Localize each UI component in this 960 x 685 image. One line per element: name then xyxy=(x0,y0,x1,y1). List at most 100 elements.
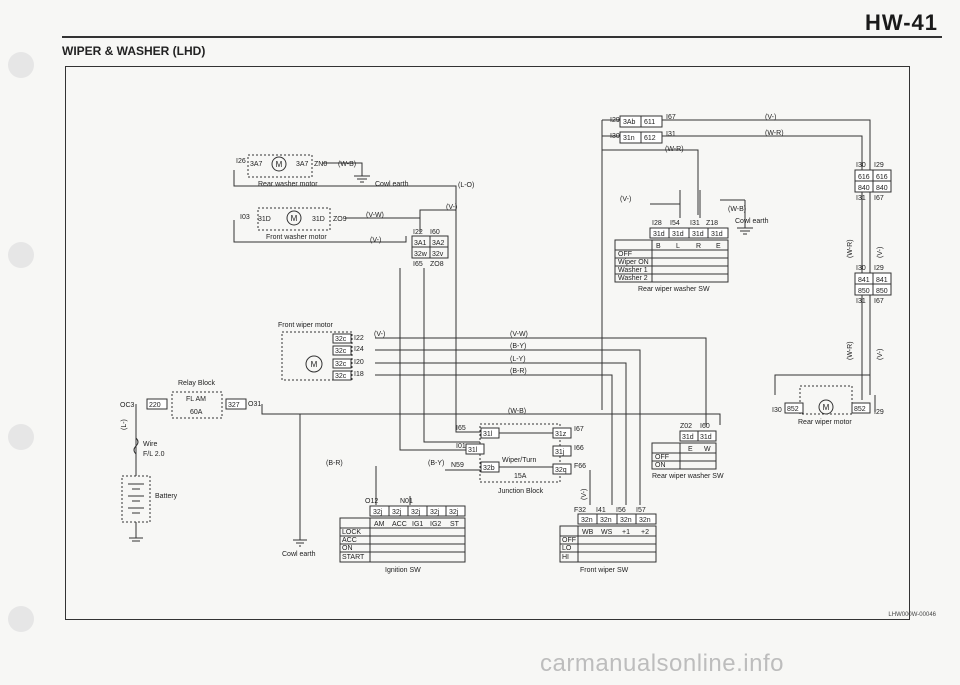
rear-washer-right-conn: 3A7 xyxy=(296,161,309,168)
fwm-conn: 32c xyxy=(335,361,347,368)
middle-conn: 32w xyxy=(414,251,428,258)
rc-pin: I30 xyxy=(856,162,866,169)
ign-conn: 32j xyxy=(411,509,421,516)
front-washer-right-conn: 31D xyxy=(312,216,325,223)
sw-label: Rear wiper washer SW xyxy=(638,286,710,293)
fws-conn: 32n xyxy=(600,517,612,524)
rc-conn: 850 xyxy=(858,288,870,295)
jb-conn: 31j xyxy=(555,449,565,456)
top-wire: (W-R) xyxy=(665,146,684,153)
fwm-pin: I20 xyxy=(354,359,364,366)
sw-earth: Cowl earth xyxy=(735,218,769,225)
fws-row: HI xyxy=(562,554,569,561)
motor-symbol: M xyxy=(276,160,283,169)
rear-washer-right-pin: ZN0 xyxy=(314,161,327,168)
wire-label: Wire xyxy=(143,441,157,448)
wire-by-long xyxy=(375,349,641,505)
jb-conn: 31z xyxy=(555,431,567,438)
section-title: WIPER & WASHER (LHD) xyxy=(62,44,206,58)
sw-col: B xyxy=(656,243,661,250)
rwm-label: Rear wiper motor xyxy=(798,419,852,426)
jb-wire: (V-) xyxy=(581,489,588,500)
middle-pin: I60 xyxy=(430,229,440,236)
wire-v-down xyxy=(455,210,480,433)
middle-conn: 3A1 xyxy=(414,240,427,247)
motor-symbol: M xyxy=(311,360,318,369)
front-washer-right-pin: ZO9 xyxy=(333,216,347,223)
wire-br-long xyxy=(375,374,613,505)
jb-conn: 32b xyxy=(483,465,495,472)
rc-conn: 850 xyxy=(876,288,888,295)
top-pin: I31 xyxy=(666,131,676,138)
wire-wb-mid xyxy=(300,413,721,425)
wire-wr-branch xyxy=(602,149,699,215)
middle-connectors: (V-) I22 I60 3A1 3A2 32w 32v I65 ZO8 xyxy=(411,204,457,268)
rws-pin: I60 xyxy=(700,423,710,430)
middle-wire: (V-) xyxy=(446,204,457,211)
fws-conn: 32n xyxy=(639,517,651,524)
fws-pin: F32 xyxy=(574,507,586,514)
wire-wr-top xyxy=(602,135,863,400)
rws-pin: Z02 xyxy=(680,423,692,430)
ign-conn: 32j xyxy=(430,509,440,516)
fws-col: +1 xyxy=(622,529,630,536)
rws-row: ON xyxy=(655,462,666,469)
relay-label: Relay Block xyxy=(178,380,215,387)
sw-col: L xyxy=(676,243,680,250)
rc-wire: (V-) xyxy=(877,247,884,258)
fwm-conn: 32c xyxy=(335,336,347,343)
top-wire: (W-R) xyxy=(765,130,784,137)
rc-wire: (V-) xyxy=(877,349,884,360)
motor-symbol: M xyxy=(823,403,830,412)
fwm-pin: I18 xyxy=(354,371,364,378)
junction-block: I65 I01 N59 31l 31l 32b 31z 31j 32q I67 … xyxy=(326,408,588,500)
jb-pin: I65 xyxy=(456,425,466,432)
jb-pin: N59 xyxy=(451,462,464,469)
sw-conn: 31d xyxy=(711,231,723,238)
top-conn: 31n xyxy=(623,135,635,142)
rear-washer-motor: M I26 3A7 3A7 ZN0 (W-B) Rear washer moto… xyxy=(236,154,409,188)
fwm-wire: (B-R) xyxy=(510,368,527,375)
fwm-pin: I24 xyxy=(354,346,364,353)
sw-pin: I31 xyxy=(690,220,700,227)
rear-wiper-motor: M I30 852 852 I29 Rear wiper motor xyxy=(772,385,884,426)
sw-col: R xyxy=(696,243,701,250)
relay-block: Relay Block FL AM 60A OC3 220 327 O31 (L… xyxy=(120,380,261,430)
right-connectors-top: I30 I29 616 616 840 840 I31 I67 (W-R) (V… xyxy=(847,162,892,258)
relay-amps: 60A xyxy=(190,409,203,416)
sw-pin: I28 xyxy=(652,220,662,227)
rc-pin: I31 xyxy=(856,298,866,305)
rc-conn: 841 xyxy=(876,277,888,284)
document-code: LHW000W-00046 xyxy=(888,612,936,618)
wire-sw-top xyxy=(650,190,701,218)
fwm-conn: 32c xyxy=(335,348,347,355)
ign-col: ST xyxy=(450,521,460,528)
rc-pin: I29 xyxy=(874,265,884,272)
rc-conn: 616 xyxy=(876,174,888,181)
rc-pin: I29 xyxy=(874,162,884,169)
rws-conn: 31d xyxy=(700,434,712,441)
fws-col: WS xyxy=(601,529,613,536)
jb-amps: 15A xyxy=(514,473,527,480)
ign-row: ON xyxy=(342,545,353,552)
ign-col: ACC xyxy=(392,521,407,528)
earth-symbol xyxy=(354,175,370,183)
rear-washer-left-conn: 3A7 xyxy=(250,161,263,168)
fws-pin: I57 xyxy=(636,507,646,514)
jb-pin: I66 xyxy=(574,445,584,452)
ign-col: AM xyxy=(374,521,385,528)
sw-col: E xyxy=(716,243,721,250)
middle-conn: 32v xyxy=(432,251,444,258)
wire-value: F/L 2.0 xyxy=(143,451,165,458)
ign-row: ACC xyxy=(342,537,357,544)
wire-relay-right xyxy=(261,404,301,540)
rc-pin: I67 xyxy=(874,298,884,305)
rws-label: Rear wiper washer SW xyxy=(652,473,724,480)
middle-pin: I22 xyxy=(413,229,423,236)
battery-label: Battery xyxy=(155,493,178,500)
fwm-wire: (B-Y) xyxy=(510,343,526,350)
ign-col: IG1 xyxy=(412,521,423,528)
sw-conn: 31d xyxy=(692,231,704,238)
front-washer-wire2: (V-) xyxy=(370,237,381,244)
rws-col: W xyxy=(704,446,711,453)
